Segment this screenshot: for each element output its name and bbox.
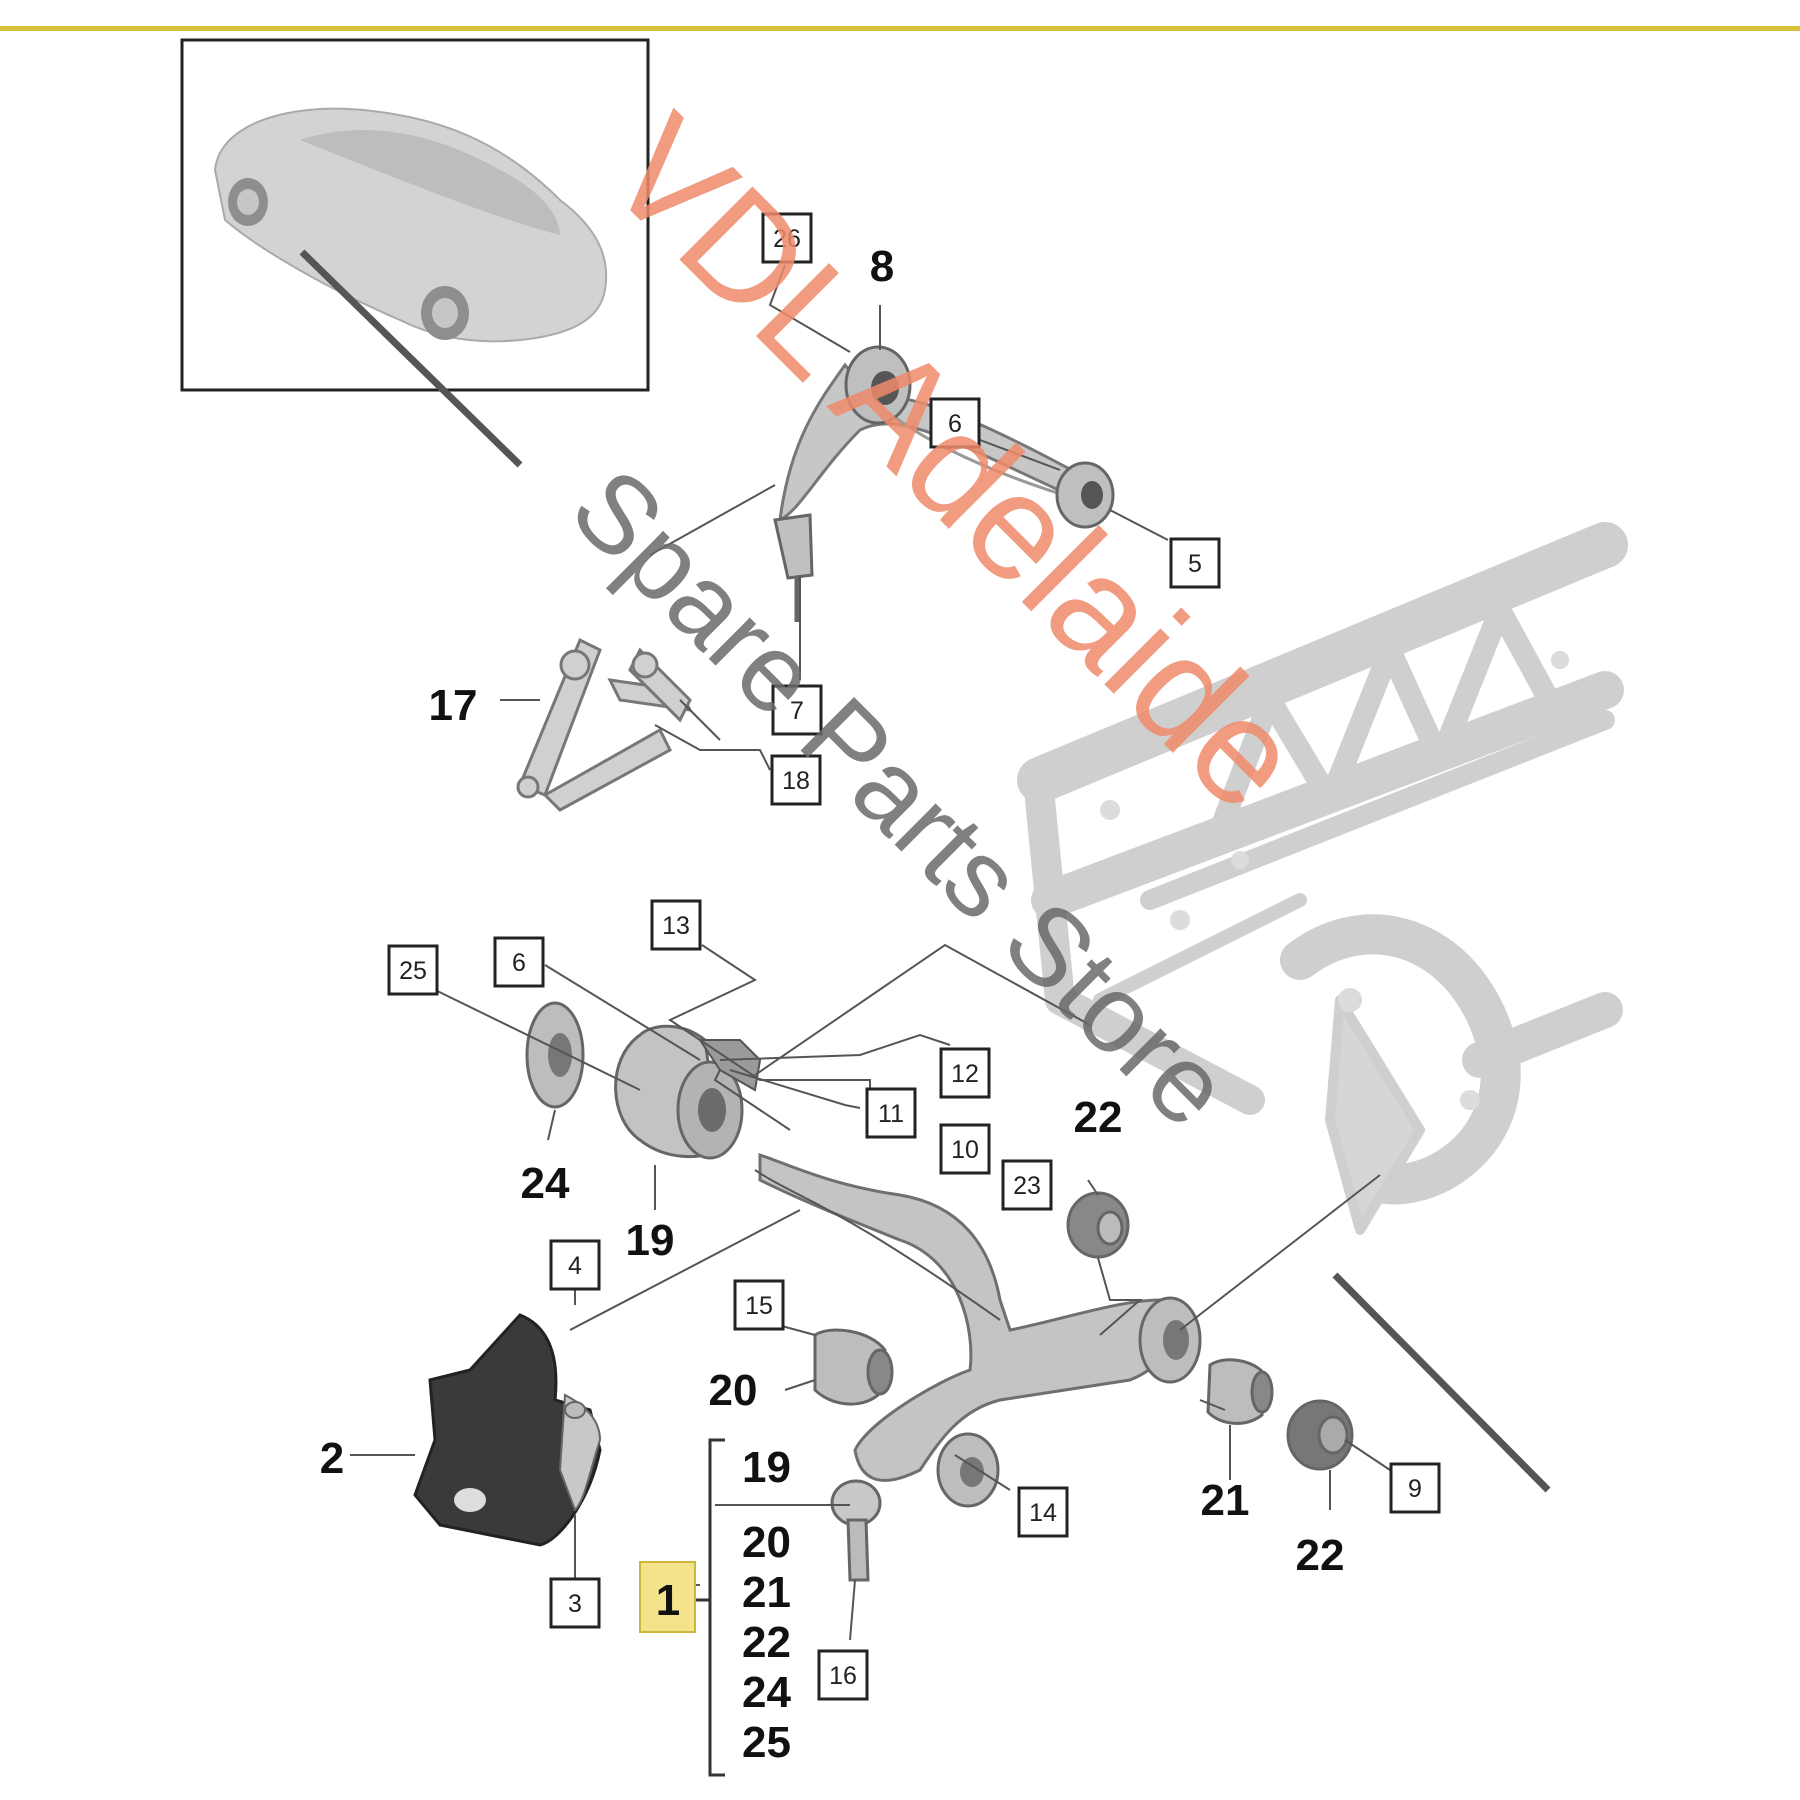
kit-list-item: 25 <box>742 1718 791 1767</box>
section-line-left <box>299 249 523 468</box>
subframe-illustration <box>1017 522 1628 1235</box>
kit-list-item: 19 <box>742 1443 791 1492</box>
callout-box-14[interactable]: 14 <box>1017 1486 1069 1538</box>
callout-box-13[interactable]: 13 <box>650 899 702 951</box>
bold-callouts: 8 17 24 19 22 20 2 21 22 <box>320 242 1345 1580</box>
callout-box-label: 18 <box>782 767 810 795</box>
callout-box-label: 7 <box>790 697 804 725</box>
callout-box-label: 11 <box>878 1100 904 1128</box>
kit-list-item: 24 <box>742 1668 791 1717</box>
callout-box-25[interactable]: 25 <box>387 944 439 996</box>
kit-list-item: 22 <box>742 1618 791 1667</box>
kit-list-item: 20 <box>742 1518 791 1567</box>
callout-box-label: 6 <box>512 949 526 977</box>
callout-box-frame <box>1169 537 1221 589</box>
upper-control-arm <box>773 345 1115 622</box>
callout-box-6[interactable]: 6 <box>929 397 981 449</box>
heat-shield <box>413 1313 602 1547</box>
section-line-right <box>1332 1272 1551 1493</box>
callout-box-frame <box>939 1047 991 1099</box>
callout-box-label: 26 <box>773 225 801 253</box>
callout-box-frame <box>387 944 439 996</box>
callout-1-group[interactable]: 1 <box>639 1561 696 1633</box>
callout-box-label: 12 <box>951 1060 979 1088</box>
callout-box-label: 13 <box>662 912 690 940</box>
callout-box-label: 4 <box>568 1252 582 1280</box>
callout-22-lower[interactable]: 22 <box>1296 1531 1345 1580</box>
callout-box-frame <box>817 1649 869 1701</box>
callout-box-frame <box>493 936 545 988</box>
callout-box-frame <box>865 1087 917 1139</box>
callout-box-4[interactable]: 4 <box>549 1239 601 1291</box>
watermark: VDL Adelaide Spare Parts Store <box>548 84 1335 1150</box>
callout-box-frame <box>549 1577 601 1629</box>
callout-box-label: 23 <box>1013 1172 1041 1200</box>
callout-box-frame <box>770 754 822 806</box>
callout-box-7[interactable]: 7 <box>771 684 823 736</box>
callout-21[interactable]: 21 <box>1201 1476 1250 1525</box>
callout-box-frame <box>929 397 981 449</box>
callout-box-3[interactable]: 3 <box>549 1577 601 1629</box>
top-accent-line <box>0 26 1800 31</box>
leader-lines <box>350 264 1391 1641</box>
callout-22-upper[interactable]: 22 <box>1074 1093 1123 1142</box>
lower-control-arm <box>758 1152 1202 1582</box>
callout-box-label: 5 <box>1188 550 1202 578</box>
kit-list-item: 21 <box>742 1568 791 1617</box>
callout-box-15[interactable]: 15 <box>733 1279 785 1331</box>
callout-box-frame <box>1001 1159 1053 1211</box>
inset-vehicle-view <box>180 38 650 392</box>
height-sensor-linkage <box>516 637 693 812</box>
bushing-assembly <box>525 1001 762 1160</box>
callout-box-frame <box>1017 1486 1069 1538</box>
callout-box-frame <box>549 1239 601 1291</box>
callout-box-16[interactable]: 16 <box>817 1649 869 1701</box>
callout-box-9[interactable]: 9 <box>1389 1462 1441 1514</box>
watermark-line-1: VDL Adelaide <box>577 84 1335 842</box>
callout-box-11[interactable]: 11 <box>865 1087 917 1139</box>
callout-box-23[interactable]: 23 <box>1001 1159 1053 1211</box>
callout-19[interactable]: 19 <box>626 1216 675 1265</box>
callout-2[interactable]: 2 <box>320 1434 344 1483</box>
callout-box-10[interactable]: 10 <box>939 1123 991 1175</box>
callout-box-12[interactable]: 12 <box>939 1047 991 1099</box>
callout-box-label: 16 <box>829 1662 857 1690</box>
callout-box-label: 10 <box>951 1136 979 1164</box>
callout-box-frame <box>733 1279 785 1331</box>
callout-box-frame <box>1389 1462 1441 1514</box>
callout-box-label: 6 <box>948 410 962 438</box>
callout-box-5[interactable]: 5 <box>1169 537 1221 589</box>
callout-box-label: 14 <box>1029 1499 1057 1527</box>
callout-box-frame <box>771 684 823 736</box>
callout-box-6[interactable]: 6 <box>493 936 545 988</box>
callout-box-label: 25 <box>399 957 427 985</box>
callout-box-label: 9 <box>1408 1475 1422 1503</box>
callout-20[interactable]: 20 <box>709 1366 758 1415</box>
callout-box-26[interactable]: 26 <box>761 212 813 264</box>
car-illustration <box>213 107 608 343</box>
callout-24[interactable]: 24 <box>521 1159 570 1208</box>
callout-1[interactable]: 1 <box>656 1576 680 1625</box>
small-bushings <box>813 1191 1354 1471</box>
callout-box-label: 3 <box>568 1590 582 1618</box>
callout-box-frame <box>939 1123 991 1175</box>
callout-box-18[interactable]: 18 <box>770 754 822 806</box>
callout-17[interactable]: 17 <box>429 681 478 730</box>
callout-8[interactable]: 8 <box>870 242 894 291</box>
callout-box-frame <box>761 212 813 264</box>
callout-box-frame <box>650 899 702 951</box>
callout-box-label: 15 <box>745 1292 773 1320</box>
